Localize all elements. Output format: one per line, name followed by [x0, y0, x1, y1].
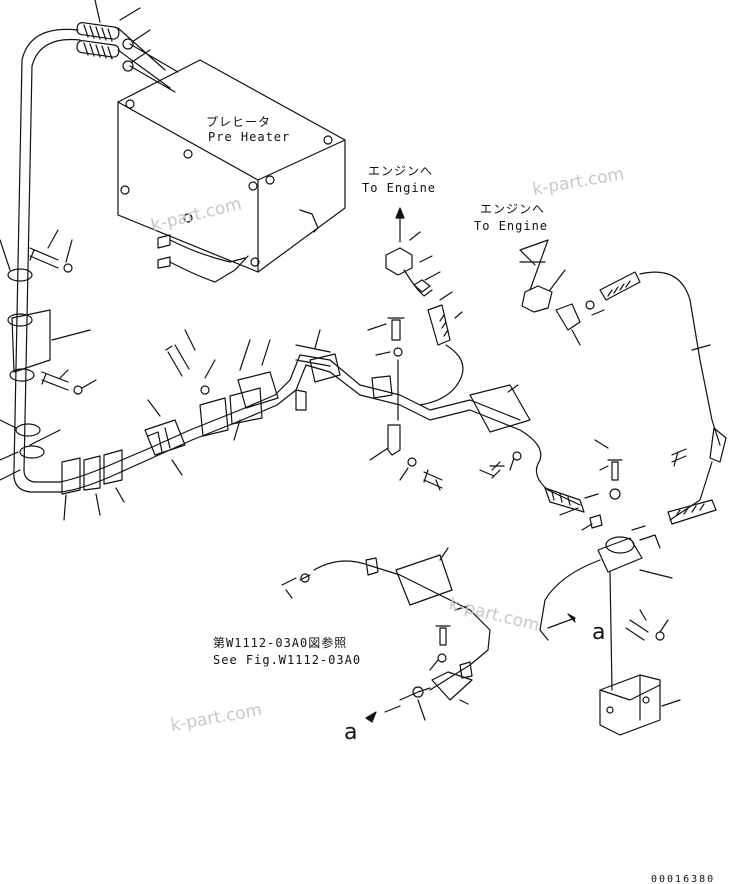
right-hose: [519, 239, 727, 525]
connector-a-right: a: [592, 620, 606, 645]
preheater-box: [117, 59, 346, 283]
middle-pipe: [59, 317, 531, 521]
left-clamps: [0, 229, 97, 481]
document-number: 00016380: [651, 874, 716, 884]
top-hoses: [76, 0, 179, 93]
preheater-label-jp: プレヒータ: [206, 115, 272, 129]
to-engine-2-label-jp: エンジンへ: [480, 202, 546, 216]
engine-fitting-1: [385, 207, 464, 406]
to-engine-2-label-en: To Engine: [474, 219, 549, 233]
to-engine-1-label-en: To Engine: [362, 181, 437, 195]
to-engine-1-label-jp: エンジンへ: [368, 164, 434, 178]
solenoid-assembly: [479, 429, 687, 736]
see-fig-label-jp: 第W1112-03A0図参照: [213, 636, 348, 650]
lower-cable: [281, 547, 491, 723]
preheater-label-en: Pre Heater: [208, 130, 291, 144]
connector-a-left: a: [344, 720, 358, 745]
see-fig-label-en: See Fig.W1112-03A0: [213, 653, 362, 667]
left-pipe: [13, 28, 81, 493]
